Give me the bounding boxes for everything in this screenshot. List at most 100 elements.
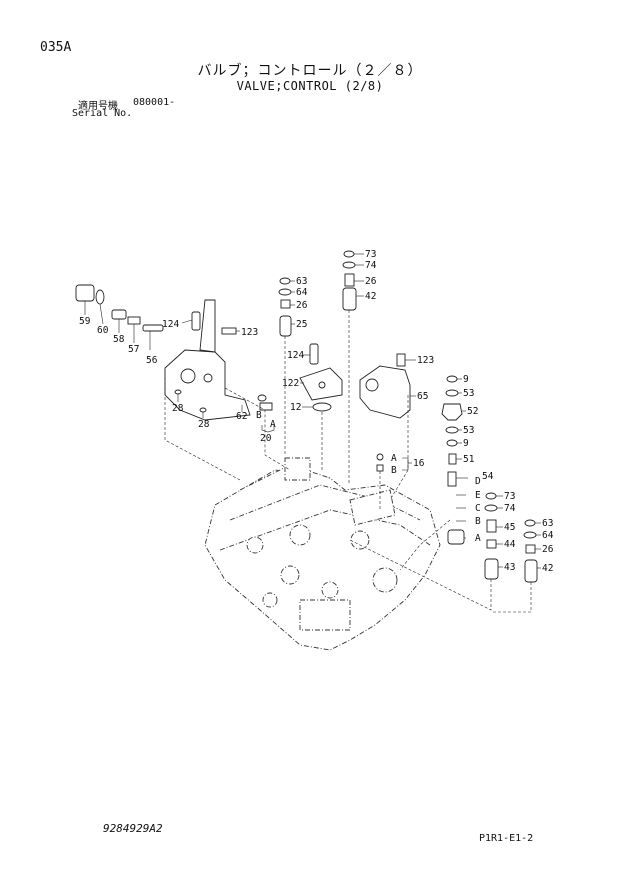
callout-123: 123 xyxy=(241,327,258,338)
cover-port-small xyxy=(203,373,213,383)
callout-26: 26 xyxy=(365,276,377,287)
ring-73b xyxy=(485,492,497,500)
ring-64b xyxy=(523,531,537,539)
spring-58 xyxy=(111,309,127,320)
callout-45: 45 xyxy=(504,522,515,533)
ring-53a xyxy=(445,389,459,397)
leader-lines xyxy=(84,253,541,569)
right-cover-port xyxy=(365,378,379,392)
callout-20: 20 xyxy=(260,433,272,444)
callout-51: 51 xyxy=(463,454,475,465)
callout-57: 57 xyxy=(128,344,139,355)
serial-value: 080001- xyxy=(133,97,176,108)
poppet-45 xyxy=(486,519,497,533)
plug-59 xyxy=(75,284,95,302)
ring-63a xyxy=(279,277,291,285)
spool-57 xyxy=(127,316,141,325)
page-code: 035A xyxy=(40,40,72,55)
callout-60: 60 xyxy=(97,325,109,336)
callout-64: 64 xyxy=(542,530,554,541)
ring-73a xyxy=(343,250,355,258)
left-cover xyxy=(164,349,251,421)
callout-labels: 59 60 58 57 56 124 123 28 28 62 B A 20 6… xyxy=(79,249,554,574)
callout-65: 65 xyxy=(417,391,428,402)
drawing-number: 9284929A2 xyxy=(103,822,163,835)
ring-63b xyxy=(524,519,536,527)
callout-56: 56 xyxy=(146,355,158,366)
valve-54 xyxy=(447,471,457,487)
title-japanese: バルブ；コントロール（２／８） xyxy=(197,63,423,79)
callout-28: 28 xyxy=(172,403,184,414)
plug-d xyxy=(447,529,465,545)
callout-25: 25 xyxy=(296,319,307,330)
callout-52: 52 xyxy=(467,406,478,417)
spool-56 xyxy=(142,324,164,332)
cover-122-hole xyxy=(318,381,326,389)
callout-54: 54 xyxy=(482,471,494,482)
plug-16b xyxy=(376,464,384,472)
right-cover-assembly xyxy=(359,353,538,583)
callout-73: 73 xyxy=(365,249,376,260)
ring-74a xyxy=(342,261,356,269)
oring-12 xyxy=(312,402,332,412)
plug-42b xyxy=(524,559,538,583)
bolt-123b xyxy=(396,353,406,367)
fitting-b xyxy=(259,402,273,411)
spring-44 xyxy=(486,539,497,549)
callout-59: 59 xyxy=(79,316,91,327)
callout-b: B xyxy=(475,516,481,527)
oring-62 xyxy=(257,394,267,402)
callout-a: A xyxy=(391,453,397,464)
ring-64a xyxy=(278,288,292,296)
oring-28a xyxy=(174,389,182,395)
spring-26b xyxy=(344,273,355,287)
left-cover-assembly xyxy=(75,284,273,421)
center-top-assembly xyxy=(278,250,357,412)
callout-26: 26 xyxy=(542,544,554,555)
plug-52 xyxy=(441,403,463,421)
callout-9: 9 xyxy=(463,438,469,449)
callout-64: 64 xyxy=(296,287,308,298)
serial-label-japanese: 適用号機 xyxy=(78,101,118,112)
callout-12: 12 xyxy=(290,402,301,413)
bolt-124a xyxy=(191,311,201,331)
callout-124: 124 xyxy=(287,350,304,361)
right-cover-65 xyxy=(359,365,411,419)
callout-d: D xyxy=(475,476,481,487)
spring-26a xyxy=(280,299,291,309)
spring-51 xyxy=(448,453,457,465)
ring-74b xyxy=(484,504,498,512)
callout-16: 16 xyxy=(413,458,425,469)
callout-43: 43 xyxy=(504,562,515,573)
callout-c: C xyxy=(475,503,481,514)
plug-25 xyxy=(279,315,292,337)
valve-body xyxy=(204,457,441,651)
callout-62: 62 xyxy=(236,411,247,422)
callout-b: B xyxy=(256,410,262,421)
oring-60 xyxy=(95,289,105,305)
oring-16a xyxy=(376,453,384,461)
cover-boss xyxy=(199,299,216,353)
page-reference: P1R1-E1-2 xyxy=(479,833,534,844)
plug-42a xyxy=(342,287,357,311)
bolt-123a xyxy=(221,327,237,335)
oring-9a xyxy=(446,375,458,383)
cover-port xyxy=(180,368,196,384)
callout-9: 9 xyxy=(463,374,469,385)
callout-74: 74 xyxy=(504,503,516,514)
callout-74: 74 xyxy=(365,260,377,271)
serial-label-english: Serial No. xyxy=(72,108,133,119)
callout-73: 73 xyxy=(504,491,515,502)
bolt-124b xyxy=(309,343,319,365)
callout-a: A xyxy=(475,533,481,544)
callout-123: 123 xyxy=(417,355,434,366)
callout-42: 42 xyxy=(542,563,553,574)
callout-124: 124 xyxy=(162,319,179,330)
callout-a: A xyxy=(270,419,276,430)
callout-e: E xyxy=(475,490,481,501)
spring-26c xyxy=(525,544,536,554)
plug-43 xyxy=(484,558,499,580)
ring-53b xyxy=(445,426,459,434)
callout-28: 28 xyxy=(198,419,210,430)
